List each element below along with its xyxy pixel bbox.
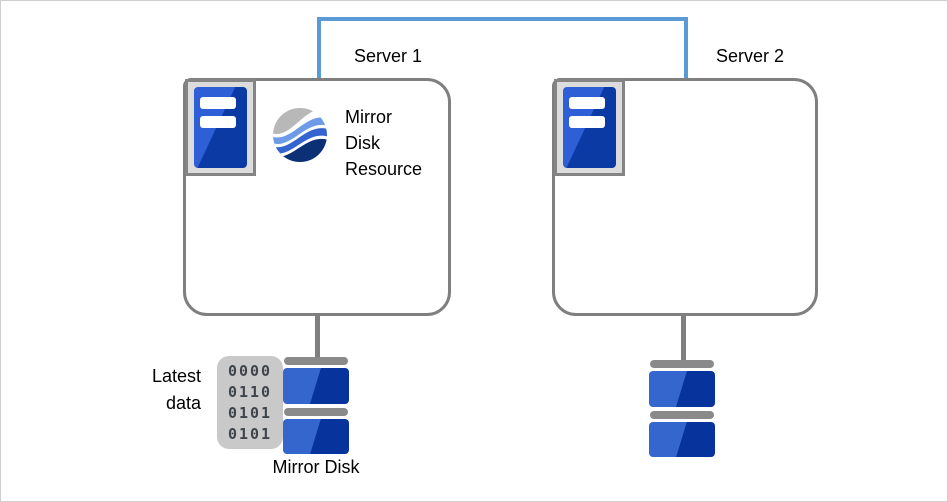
binary-row: 0101 xyxy=(227,424,273,443)
server1-disk-link-line xyxy=(315,316,320,361)
server-slot-bar xyxy=(200,97,236,109)
mirror-disk-resource-icon xyxy=(273,108,327,162)
server-icon xyxy=(554,79,625,176)
server-slot-bar xyxy=(200,116,236,128)
server-icon xyxy=(185,79,256,176)
server2-label: Server 2 xyxy=(715,46,785,66)
mirror-disk-resource-label: Mirror Disk Resource xyxy=(345,107,423,179)
binary-row: 0101 xyxy=(227,403,273,422)
disk-platter xyxy=(283,419,349,454)
server-slot-bar xyxy=(569,97,605,109)
disk-platter xyxy=(649,422,715,457)
disk-platter xyxy=(649,371,715,407)
server2-node xyxy=(552,78,818,316)
mirror-disk-icon xyxy=(649,360,715,458)
binary-row: 0110 xyxy=(227,382,273,401)
server2-disk-link-line xyxy=(681,316,686,364)
server-tower-shape xyxy=(563,87,616,168)
server1-node: Mirror Disk Resource xyxy=(183,78,451,316)
mirror-disk-label: Mirror Disk xyxy=(272,457,360,477)
binary-row: 0000 xyxy=(227,361,273,380)
disk-cap-bar xyxy=(284,357,348,365)
server1-label: Server 1 xyxy=(353,46,423,66)
heartbeat-connector-line xyxy=(317,17,688,78)
latest-data-label: Latest data xyxy=(151,366,201,413)
disk-cap-bar xyxy=(650,360,714,368)
binary-data-icon: 0000 0110 0101 0101 xyxy=(217,356,283,449)
mirror-disk-icon xyxy=(283,357,349,455)
disk-platter xyxy=(283,368,349,404)
server-slot-bar xyxy=(569,116,605,128)
disk-cap-bar xyxy=(650,411,714,419)
server-tower-shape xyxy=(194,87,247,168)
disk-cap-bar xyxy=(284,408,348,416)
